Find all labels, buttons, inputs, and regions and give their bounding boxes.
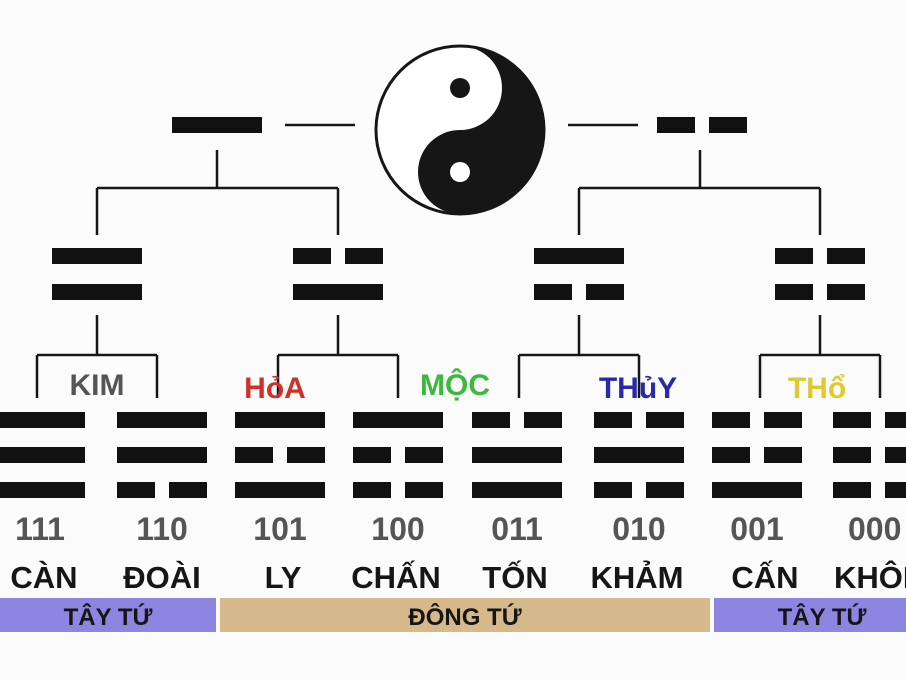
yin-line-segment xyxy=(594,482,632,498)
trigram-name: CÀN xyxy=(10,560,77,595)
trigram-name: KHÔN xyxy=(834,559,906,595)
yin-line-segment xyxy=(353,482,391,498)
yang-line-symbol xyxy=(172,117,262,133)
yang-line xyxy=(235,482,325,498)
yin-line-segment xyxy=(712,412,750,428)
yin-line-segment xyxy=(833,482,871,498)
yang-line xyxy=(117,412,207,428)
yang-line xyxy=(0,482,85,498)
trigram-name: KHẢM xyxy=(591,560,684,595)
yin-line-segment xyxy=(472,412,510,428)
yin-line-segment xyxy=(885,447,906,463)
group-band-west-left: TÂY TỨ xyxy=(0,598,216,632)
group-band-east: ĐÔNG TỨ xyxy=(220,598,710,632)
element-label-hoa: HỏA xyxy=(244,372,306,405)
trigram-code: 001 xyxy=(730,511,783,547)
yin-line-segment xyxy=(594,412,632,428)
yin-line-segment xyxy=(169,482,207,498)
trigram-name: CHẤN xyxy=(351,560,441,595)
element-label-tho: THổ xyxy=(788,372,846,405)
yang-line xyxy=(594,447,684,463)
trigram-code: 000 xyxy=(848,511,901,547)
trigram-name: CẤN xyxy=(731,560,798,595)
trigram-name: ĐOÀI xyxy=(123,560,201,595)
group-band-west-right: TÂY TỨ xyxy=(714,598,906,632)
yang-line xyxy=(0,447,85,463)
trigram-code: 010 xyxy=(612,511,665,547)
trigram-code: 111 xyxy=(15,511,65,547)
yin-line-segment xyxy=(885,412,906,428)
yin-line-symbol xyxy=(657,117,747,133)
yang-line xyxy=(472,482,562,498)
yin-line-segment xyxy=(764,412,802,428)
trigram-names: CÀN ĐOÀI LY CHẤN TỐN KHẢM CẤN KHÔN xyxy=(10,559,906,595)
digram-shaoyang xyxy=(534,248,624,300)
digram-taiyin xyxy=(775,248,865,300)
yin-line-segment xyxy=(524,412,562,428)
yin-line-segment xyxy=(646,482,684,498)
yin-yang-icon xyxy=(374,44,546,216)
yin-line-segment xyxy=(117,482,155,498)
yang-line xyxy=(712,482,802,498)
yin-line-segment xyxy=(646,412,684,428)
trigram-000 xyxy=(833,412,906,498)
yang-line xyxy=(353,412,443,428)
trigram-row xyxy=(0,412,906,498)
trigram-011 xyxy=(472,412,562,498)
digram-taiyang xyxy=(52,248,142,300)
yang-line xyxy=(0,412,85,428)
trigram-101 xyxy=(235,412,325,498)
yang-line xyxy=(472,447,562,463)
element-label-thuy: THủY xyxy=(599,372,677,405)
digram-shaoyin xyxy=(293,248,383,300)
trigram-code: 011 xyxy=(491,511,543,547)
yin-line-segment xyxy=(405,447,443,463)
group-label: TÂY TỨ xyxy=(64,603,153,631)
group-label: ĐÔNG TỨ xyxy=(408,603,521,631)
yin-line-segment xyxy=(833,447,871,463)
element-label-kim: KIM xyxy=(70,369,125,402)
yin-line-segment xyxy=(235,447,273,463)
yin-line-segment xyxy=(833,412,871,428)
trigram-001 xyxy=(712,412,802,498)
trigram-name: TỐN xyxy=(482,559,547,595)
yang-line xyxy=(117,447,207,463)
trigram-code: 110 xyxy=(136,511,188,547)
yin-line-segment xyxy=(885,482,906,498)
trigram-codes: 111 110 101 100 011 010 001 000 xyxy=(15,511,901,547)
trigram-name: LY xyxy=(265,560,302,595)
group-label: TÂY TỨ xyxy=(778,603,867,631)
yang-line xyxy=(235,412,325,428)
yin-line-segment xyxy=(712,447,750,463)
yin-line-segment xyxy=(353,447,391,463)
element-label-moc: MỘC xyxy=(420,368,490,402)
yin-line-segment xyxy=(405,482,443,498)
trigram-code: 101 xyxy=(253,511,306,547)
yin-line-segment xyxy=(287,447,325,463)
yin-line-segment xyxy=(764,447,802,463)
trigram-code: 100 xyxy=(371,511,424,547)
trigram-010 xyxy=(594,412,684,498)
trigram-100 xyxy=(353,412,443,498)
trigram-111 xyxy=(0,412,85,498)
tree-connectors xyxy=(35,150,882,398)
trigram-110 xyxy=(117,412,207,498)
